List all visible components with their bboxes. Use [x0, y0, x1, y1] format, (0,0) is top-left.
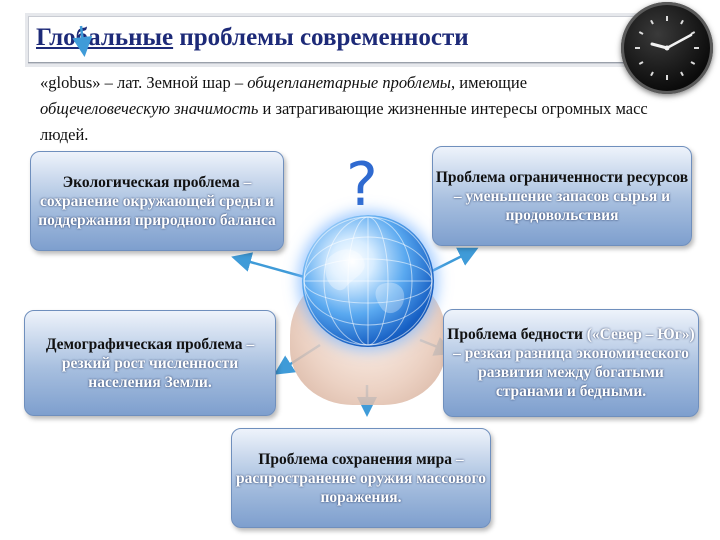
resources-problem-box: Проблема ограниченности ресурсов – умень… [432, 146, 692, 246]
question-mark: ? [346, 150, 378, 220]
intro-part-2: , имеющие [450, 73, 528, 92]
intro-part-3: и затрагивающие жизненные интересы огром… [40, 99, 648, 144]
demography-problem-text: Демографическая проблема – резкий рост ч… [25, 335, 275, 392]
title-underlined-word: Глобальные [36, 24, 174, 51]
globe-icon [302, 215, 434, 347]
globe-in-hands-icon [282, 195, 454, 405]
intro-emphasis-1: общепланетарные проблемы [247, 73, 451, 92]
clock-icon [621, 2, 713, 94]
peace-problem-text: Проблема сохранения мира – распространен… [232, 450, 490, 507]
ecology-problem-box: Экологическая проблема – сохранение окру… [30, 151, 284, 251]
demography-problem-description: – резкий рост численности населения Земл… [61, 335, 255, 391]
ecology-problem-text: Экологическая проблема – сохранение окру… [31, 173, 283, 230]
poverty-problem-box: Проблема бедности («Север – Юг») – резка… [443, 309, 699, 417]
poverty-problem-text: Проблема бедности («Север – Юг») – резка… [444, 325, 698, 401]
arrow-icon [231, 252, 309, 280]
intro-part-1: «globus» – лат. Земной шар – [40, 73, 248, 92]
title-divider [28, 62, 638, 63]
peace-problem-heading: Проблема сохранения мира [258, 450, 452, 468]
ecology-problem-description: – сохранение окружающей среды и поддержа… [38, 173, 276, 229]
title-frame [28, 16, 635, 64]
demography-problem-box: Демографическая проблема – резкий рост ч… [24, 310, 276, 416]
resources-problem-heading: Проблема ограниченности ресурсов [435, 168, 689, 186]
demography-problem-heading: Демографическая проблема [45, 335, 243, 353]
arrow-icon [72, 25, 93, 57]
page-title: Глобальные проблемы современности [36, 24, 469, 52]
poverty-problem-description: («Север – Юг») – резкая разница экономич… [453, 326, 695, 400]
title-rest: проблемы современности [173, 24, 469, 51]
peace-problem-box: Проблема сохранения мира – распространен… [231, 428, 491, 528]
resources-problem-text: Проблема ограниченности ресурсов – умень… [433, 168, 691, 225]
peace-problem-description: – распространение оружия массового пораж… [236, 450, 486, 506]
poverty-problem-heading: Проблема бедности [447, 326, 583, 343]
ecology-problem-heading: Экологическая проблема [62, 173, 240, 191]
intro-text: «globus» – лат. Земной шар – общепланета… [40, 70, 660, 148]
resources-problem-description: – уменьшение запасов сырья и продовольст… [453, 187, 671, 224]
intro-emphasis-2: общечеловеческую значимость [40, 99, 259, 118]
